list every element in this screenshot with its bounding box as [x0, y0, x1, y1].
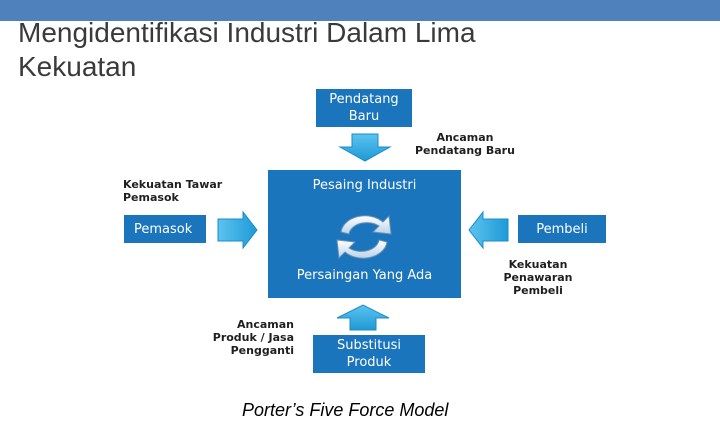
threat-substitutes-line-2: Produk / Jasa [212, 331, 294, 344]
top-accent-bar [0, 0, 720, 21]
buyers-label: Pembeli [536, 221, 588, 237]
box-new-entrants: Pendatang Baru [316, 89, 412, 127]
buyer-power-line-3: Pembeli [513, 284, 563, 297]
threat-substitutes-line-3: Pengganti [230, 344, 294, 357]
label-threat-substitutes: Ancaman Produk / Jasa Pengganti [208, 318, 294, 357]
figure-caption: Porter’s Five Force Model [242, 400, 449, 420]
arrow-suppliers [217, 210, 258, 250]
cycle-arrows-icon [336, 214, 392, 260]
arrow-substitutes [336, 304, 390, 331]
buyer-power-line-1: Kekuatan [508, 258, 568, 271]
slide-title: Mengidentifikasi Industri Dalam Lima Kek… [18, 16, 618, 84]
slide-title-line-1: Mengidentifikasi Industri Dalam Lima [18, 17, 476, 48]
box-substitutes: Substitusi Produk [313, 335, 425, 373]
substitutes-line-2: Produk [346, 355, 392, 370]
label-threat-new-entrants: Ancaman Pendatang Baru [415, 131, 515, 157]
slide-title-line-2: Kekuatan [18, 51, 137, 82]
threat-new-entrants-line-1: Ancaman [436, 131, 494, 144]
box-suppliers: Pemasok [124, 215, 206, 243]
substitutes-line-1: Substitusi [337, 338, 401, 353]
center-subtitle: Persaingan Yang Ada [296, 268, 433, 283]
center-title: Pesaing Industri [312, 178, 417, 193]
suppliers-label: Pemasok [134, 221, 193, 237]
new-entrants-line-2: Baru [348, 109, 380, 124]
supplier-power-line-1: Kekuatan Tawar [123, 178, 223, 191]
box-buyers: Pembeli [518, 215, 606, 243]
box-industry-competitors: Pesaing Industri Persaingan Yang Ada [268, 170, 461, 298]
arrow-buyers [468, 210, 509, 250]
threat-new-entrants-line-2: Pendatang Baru [415, 144, 515, 157]
threat-substitutes-line-1: Ancaman [236, 318, 294, 331]
label-buyer-power: Kekuatan Penawaran Pembeli [503, 258, 573, 297]
supplier-power-line-2: Pemasok [123, 191, 179, 204]
new-entrants-line-1: Pendatang [329, 92, 399, 107]
label-supplier-power: Kekuatan Tawar Pemasok [123, 178, 222, 204]
arrow-new-entrants [338, 133, 392, 162]
buyer-power-line-2: Penawaran [503, 271, 573, 284]
